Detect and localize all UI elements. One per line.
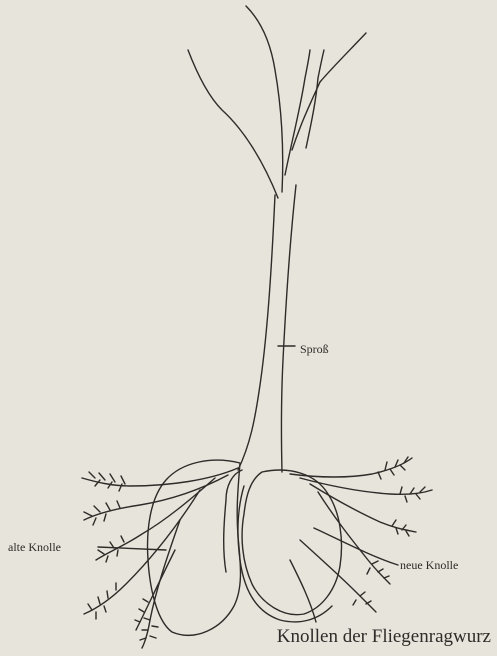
old-tuber [148,460,241,635]
new-tuber-leader [314,528,398,565]
old-tuber-leader [98,547,166,550]
middle-tuber [224,470,332,622]
stem [238,185,296,472]
upper-branches [188,6,366,198]
figure-caption: Knollen der Fliegenragwurz [277,626,491,648]
new-tuber [242,470,341,615]
old-tuber-label: alte Knolle [8,540,61,555]
roots-right [290,457,432,622]
stem-label: Sproß [300,342,329,357]
new-tuber-label: neue Knolle [400,558,458,573]
roots-left [82,468,238,648]
